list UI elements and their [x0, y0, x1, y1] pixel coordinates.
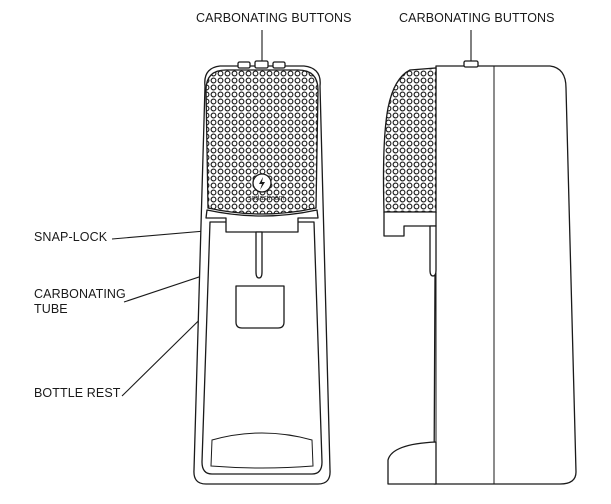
label-snap-lock: SNAP-LOCK: [34, 230, 108, 244]
side-view: [382, 60, 577, 485]
label-carbonating-buttons-front: CARBONATING BUTTONS: [196, 11, 352, 25]
side-carbonating-button: [463, 60, 479, 68]
front-perforated-head: [205, 69, 319, 215]
label-carbonating-tube-line2: TUBE: [34, 302, 68, 316]
side-perforated-head: [382, 67, 437, 213]
front-carbonating-button-left: [237, 61, 251, 69]
side-body-outline: [433, 65, 577, 485]
bolt-icon: [259, 177, 265, 190]
front-carbonating-button-right: [272, 61, 286, 69]
front-view: sodastream: [193, 60, 331, 485]
label-carbonating-tube-line1: CARBONATING: [34, 287, 126, 301]
front-snap-lock: [205, 209, 319, 233]
front-recess-base: [210, 432, 314, 469]
front-carbonating-button-center: [254, 60, 269, 69]
front-carbonating-tube: [255, 231, 263, 279]
side-snap-lock: [383, 211, 437, 237]
front-bottle-rest: [235, 285, 285, 329]
label-carbonating-buttons-side: CARBONATING BUTTONS: [399, 11, 555, 25]
brand-logo-text: sodastream: [248, 195, 285, 202]
label-bottle-rest: BOTTLE REST: [34, 386, 121, 400]
side-carbonating-tube: [429, 225, 437, 277]
front-recess: [201, 221, 323, 475]
side-base-foot: [387, 441, 437, 485]
